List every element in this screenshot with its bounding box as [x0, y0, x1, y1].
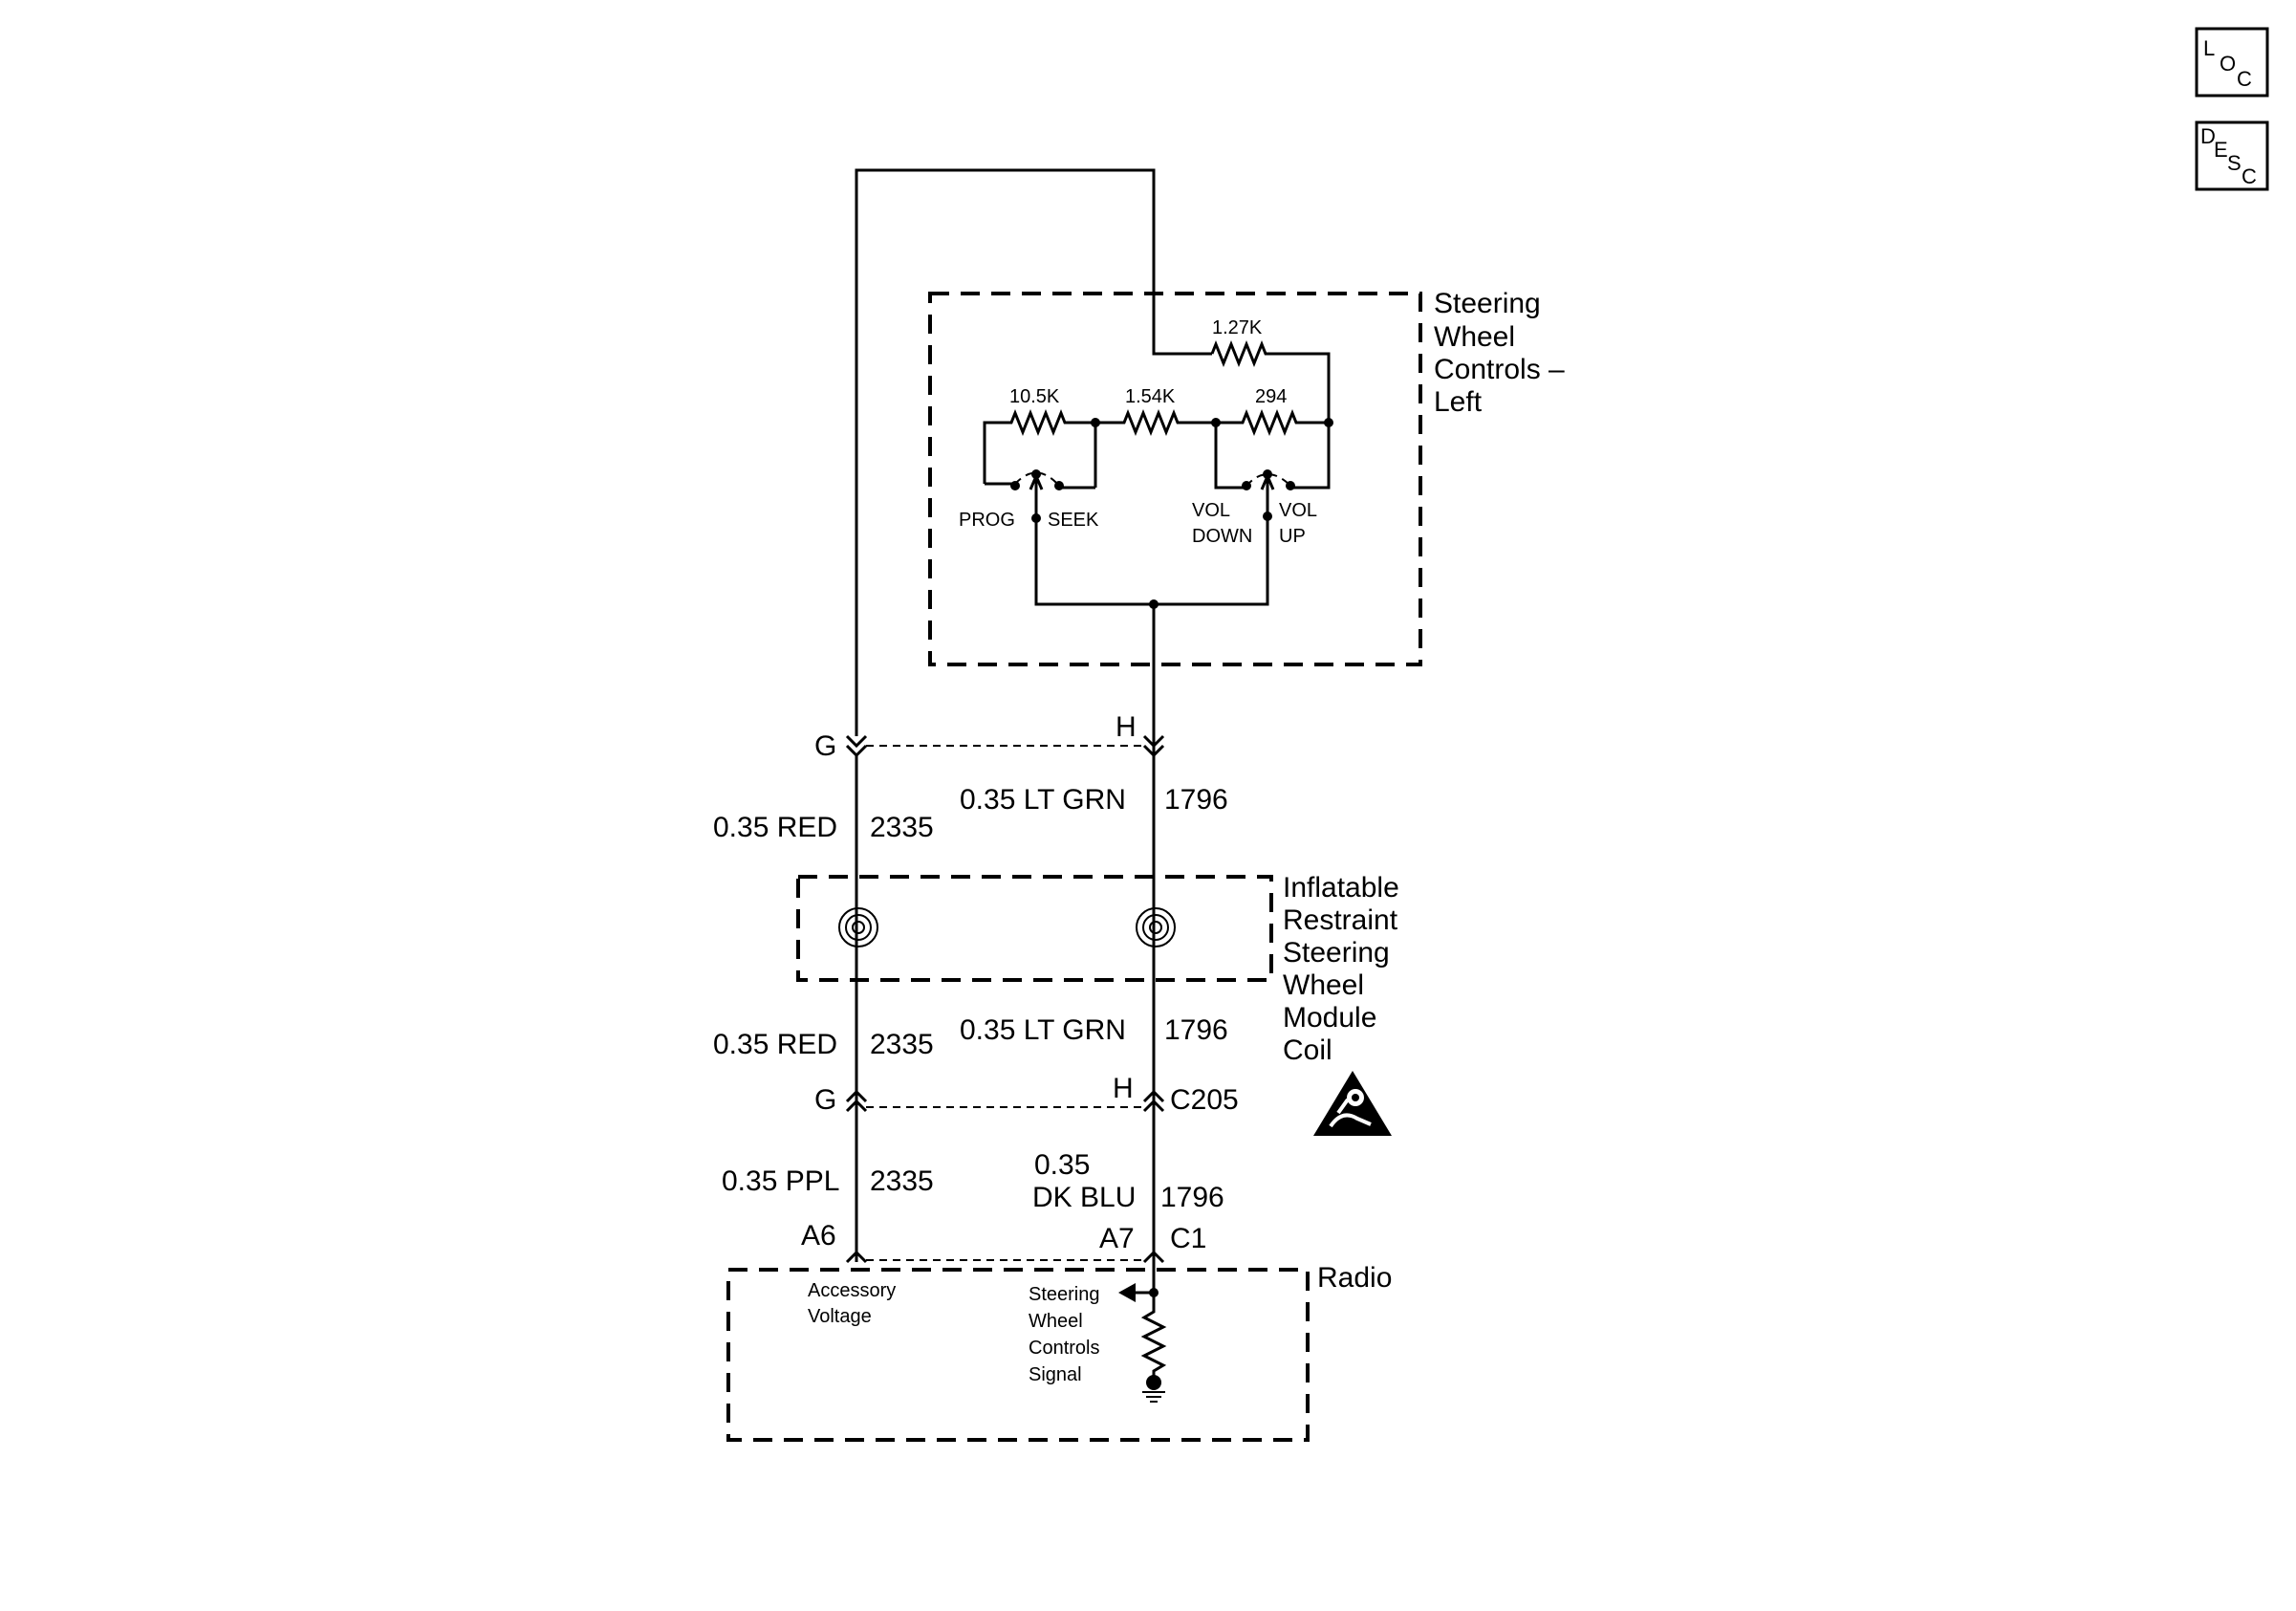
wire-right-lower-gauge: 0.35	[1034, 1149, 1090, 1181]
wire-left-middle-circuit: 2335	[870, 1029, 934, 1060]
loc-letter-3: C	[2237, 67, 2252, 91]
wire-right-middle-color: 0.35 LT GRN	[960, 1014, 1126, 1046]
svg-text:Wheel: Wheel	[1283, 969, 1364, 1001]
wire-right-upper-circuit: 1796	[1164, 784, 1228, 816]
svg-text:Module: Module	[1283, 1002, 1376, 1034]
desc-letter-3: S	[2227, 151, 2242, 175]
switch-arrow	[1029, 472, 1044, 490]
svg-text:Accessory: Accessory	[808, 1280, 896, 1301]
svg-text:Controls –: Controls –	[1434, 354, 1565, 385]
r-294-label: 294	[1255, 386, 1287, 407]
svg-text:Signal: Signal	[1029, 1364, 1082, 1385]
r-10-5k-label: 10.5K	[1009, 386, 1060, 407]
radio-connector-name: C1	[1170, 1223, 1206, 1254]
c205-pin-g: G	[814, 1084, 836, 1116]
top-pin-h: H	[1116, 711, 1137, 743]
svg-text:Left: Left	[1434, 386, 1483, 418]
wire-right-lower-color: DK BLU	[1032, 1182, 1136, 1213]
c205-name: C205	[1170, 1084, 1239, 1116]
radio-connector: A6 A7 C1	[801, 1220, 1206, 1264]
c205-pin-h: H	[1113, 1073, 1134, 1104]
switch-contact	[1263, 512, 1272, 521]
accessory-voltage-label: Accessory Voltage	[808, 1280, 896, 1327]
vol-switch-arc	[1245, 473, 1291, 487]
desc-button[interactable]: D E S C	[2195, 120, 2269, 191]
pull-down-resistor	[1140, 1293, 1167, 1382]
coil-spiral-left-icon	[838, 907, 878, 947]
switch-arrow	[1260, 472, 1275, 490]
wire-right-middle-circuit: 1796	[1164, 1014, 1228, 1046]
ground-icon	[1146, 1375, 1161, 1390]
resistor-1-27k	[1210, 339, 1331, 423]
svg-text:Wheel: Wheel	[1434, 321, 1515, 353]
r-1-27k-label: 1.27K	[1212, 317, 1263, 338]
prog-seek-switch-wires	[985, 482, 1095, 490]
airbag-warning-icon	[1313, 1071, 1392, 1136]
ground-symbol-lines	[1142, 1391, 1165, 1403]
c205-connector: G H C205	[814, 1073, 1239, 1116]
svg-text:Wheel: Wheel	[1029, 1311, 1083, 1332]
radio-pin-a6: A6	[801, 1220, 836, 1252]
desc-letter-1: D	[2200, 124, 2216, 148]
wire-right-upper-color: 0.35 LT GRN	[960, 784, 1126, 816]
vol-down-label-1: VOL	[1192, 500, 1230, 521]
svg-text:Steering: Steering	[1029, 1284, 1100, 1305]
wire-left-upper-circuit: 2335	[870, 812, 934, 843]
signal-arrow-line	[1136, 1262, 1156, 1295]
switch-contact	[1010, 481, 1020, 490]
wire-left-upper-color: 0.35 RED	[713, 812, 837, 843]
switch-contact	[1242, 481, 1251, 490]
swc-left-box	[928, 292, 1422, 666]
coil-spiral-right-icon	[1136, 907, 1176, 947]
radio-label: Radio	[1317, 1262, 1392, 1294]
vol-up-label-1: VOL	[1279, 500, 1317, 521]
vol-down-label-2: DOWN	[1192, 526, 1252, 547]
seek-label: SEEK	[1048, 510, 1099, 531]
swc-left-label: Steering Wheel Controls – Left	[1434, 288, 1565, 418]
wire-left-lower-color: 0.35 PPL	[722, 1165, 839, 1197]
svg-text:Steering: Steering	[1434, 288, 1541, 319]
svg-text:Restraint: Restraint	[1283, 904, 1398, 936]
r-1-54k-label: 1.54K	[1125, 386, 1176, 407]
prog-seek-switch-arc	[1014, 471, 1060, 487]
radio-box	[726, 1268, 1310, 1442]
wire-left-lower-circuit: 2335	[870, 1165, 934, 1197]
top-connector: G H	[814, 711, 1165, 762]
svg-text:Voltage: Voltage	[808, 1306, 872, 1327]
swc-signal-label: Steering Wheel Controls Signal	[1029, 1284, 1100, 1385]
switch-contact	[1286, 481, 1295, 490]
loc-letter-1: L	[2203, 36, 2215, 60]
vol-switch-wires	[1214, 423, 1331, 490]
signal-arrow-icon	[1118, 1283, 1136, 1302]
top-pin-g: G	[814, 730, 836, 762]
desc-letter-4: C	[2242, 164, 2257, 188]
svg-text:Inflatable: Inflatable	[1283, 872, 1399, 903]
desc-letter-2: E	[2214, 138, 2228, 162]
wire-right-lower-circuit: 1796	[1160, 1182, 1224, 1213]
svg-text:Controls: Controls	[1029, 1338, 1099, 1359]
coil-label: Inflatable Restraint Steering Wheel Modu…	[1283, 872, 1399, 1066]
svg-text:Steering: Steering	[1283, 937, 1390, 969]
switch-contact	[1031, 513, 1041, 523]
svg-text:Coil: Coil	[1283, 1034, 1332, 1066]
vol-up-label-2: UP	[1279, 526, 1306, 547]
radio-pin-a7: A7	[1099, 1223, 1135, 1254]
prog-label: PROG	[959, 510, 1015, 531]
switch-contact	[1054, 481, 1064, 490]
coil-box	[796, 875, 1273, 982]
loc-button[interactable]: L O C	[2195, 27, 2269, 98]
top-loop-wire	[855, 168, 1212, 736]
wire-left-middle-color: 0.35 RED	[713, 1029, 837, 1060]
resistor-string	[983, 408, 1329, 484]
loc-letter-2: O	[2220, 52, 2236, 76]
